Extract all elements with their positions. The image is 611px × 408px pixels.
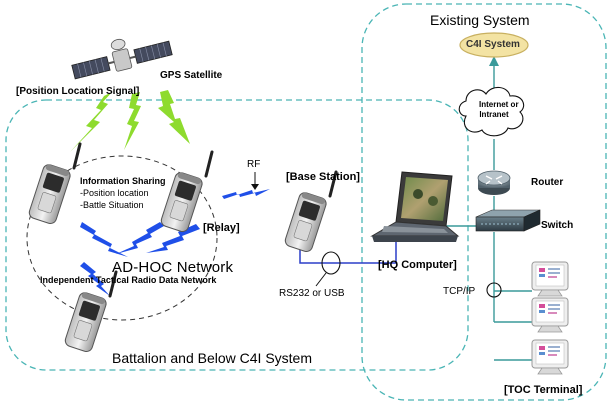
position-signal-bolts [70, 90, 190, 152]
rs232-pointer [315, 272, 327, 287]
cloud-label-line1: Internet or [479, 100, 519, 109]
monitor-icon [531, 339, 569, 375]
tcp-ip-label: TCP/IP [443, 286, 476, 297]
rf-arrowhead [251, 184, 259, 190]
monitor-icon [531, 297, 569, 333]
base-station-label: [Base Station] [286, 171, 360, 183]
c4i-system-node [459, 32, 529, 58]
information-sharing-block: Information Sharing -Position location -… [80, 175, 166, 211]
c4i-system-label: C4I System [466, 39, 520, 50]
adhoc-network-circle [26, 155, 218, 321]
router-icon [477, 170, 511, 195]
info-sharing-heading: Information Sharing [80, 176, 166, 186]
radio-icon [158, 150, 214, 235]
position-signal-label: [Position Location Signal] [16, 86, 140, 97]
existing-system-boundary [361, 3, 607, 401]
gps-satellite-label: GPS Satellite [160, 70, 223, 81]
tcp-ip-connector-ring [486, 282, 502, 298]
battalion-system-title: Battalion and Below C4I System [112, 350, 312, 366]
adhoc-network-subtitle: Independent Tactical Radio Data Network [40, 275, 217, 285]
satellite-icon [71, 38, 173, 80]
laptop-icon [370, 171, 460, 242]
router-label: Router [531, 177, 564, 188]
switch-label: Switch [541, 220, 574, 231]
monitor-icon [531, 261, 569, 297]
hq-computer-label: [HQ Computer] [378, 259, 457, 271]
c4i-uplink-arrowhead [489, 56, 499, 66]
toc-terminal-label: [TOC Terminal] [504, 384, 583, 396]
cloud-label: Internet or Intranet [479, 100, 519, 120]
rs232-label: RS232 or USB [279, 288, 345, 299]
adhoc-network-title: AD-HOC Network [112, 259, 234, 276]
radio-icon [26, 142, 82, 227]
rs232-connector-ring [321, 251, 341, 275]
radio-icon [282, 170, 338, 255]
rf-label: RF [247, 159, 261, 170]
switch-icon [475, 209, 541, 232]
info-sharing-position: -Position location [80, 188, 149, 198]
info-sharing-battle: -Battle Situation [80, 200, 144, 210]
battalion-system-boundary [5, 99, 469, 371]
relay-label: [Relay] [203, 222, 240, 234]
adhoc-radio-links [80, 189, 270, 296]
existing-system-title: Existing System [430, 12, 530, 28]
cloud-icon [458, 86, 525, 137]
cloud-label-line2: Intranet [479, 110, 509, 119]
